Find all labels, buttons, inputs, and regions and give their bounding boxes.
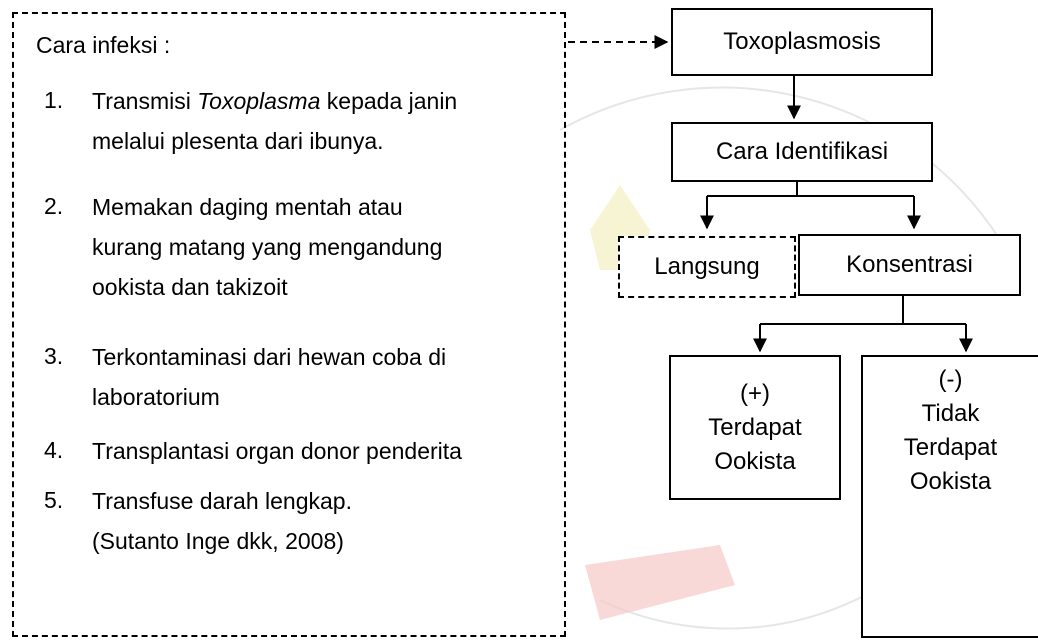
list-item-text: Transplantasi organ donor penderita <box>92 438 462 464</box>
list-item-text: Transfuse darah lengkap. (Sutanto Inge d… <box>92 488 352 554</box>
result-sign: (+) <box>740 379 770 407</box>
node-toxoplasmosis-label: Toxoplasmosis <box>723 28 881 55</box>
list-item-number: 4. <box>44 437 64 463</box>
infection-methods-title: Cara infeksi : <box>36 32 171 58</box>
result-label: Tidak <box>921 400 980 427</box>
infection-methods-box: Cara infeksi : 1. Transmisi Toxoplasma k… <box>12 12 566 637</box>
result-label: Terdapat <box>708 413 802 441</box>
list-item-number: 1. <box>44 87 64 113</box>
list-item-text: Terkontaminasi dari hewan coba di labora… <box>92 344 447 410</box>
node-langsung: Langsung <box>618 236 796 298</box>
citation: (Sutanto Inge dkk, 2008) <box>92 528 344 554</box>
node-negative-result: (-) Tidak Terdapat Ookista <box>861 355 1038 638</box>
node-positive-result: (+) Terdapat Ookista <box>669 355 841 500</box>
list-item-number: 3. <box>44 343 64 369</box>
list-item-number: 2. <box>44 193 64 219</box>
list-item-text-part: Transmisi <box>92 88 191 114</box>
result-sign: (-) <box>938 366 963 393</box>
node-toxoplasmosis: Toxoplasmosis <box>671 8 933 76</box>
list-item-italic-term: Toxoplasma <box>197 88 321 114</box>
node-konsentrasi-label: Konsentrasi <box>846 251 973 278</box>
node-cara-identifikasi: Cara Identifikasi <box>671 122 933 182</box>
list-item-text-part: melalui plesenta dari ibunya. <box>92 128 384 154</box>
list-item-number: 5. <box>44 487 64 513</box>
result-label: Ookista <box>909 468 992 495</box>
list-item-text: Transmisi Toxoplasma kepada janin melalu… <box>92 81 562 161</box>
list-item-text-part: kepada janin <box>326 88 458 114</box>
result-label: Ookista <box>714 447 796 475</box>
list-item-text: Memakan daging mentah atau kurang matang… <box>92 194 443 300</box>
result-label: Terdapat <box>903 434 998 461</box>
node-langsung-label: Langsung <box>654 253 760 280</box>
node-konsentrasi: Konsentrasi <box>798 234 1021 296</box>
node-cara-identifikasi-label: Cara Identifikasi <box>715 138 889 165</box>
